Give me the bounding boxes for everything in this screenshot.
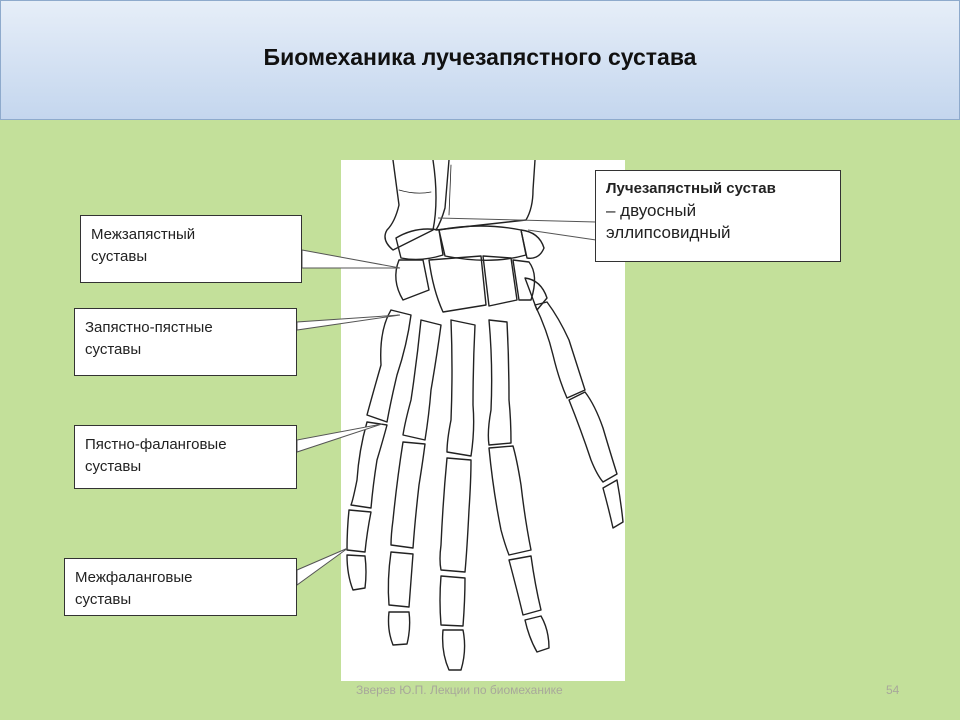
callout-line: Лучезапястный сустав xyxy=(606,180,776,197)
carpal-bone xyxy=(524,277,548,311)
footer-author: Зверев Ю.П. Лекции по биомеханике xyxy=(356,683,563,697)
callout-line: суставы xyxy=(75,591,132,608)
phalanx-bone xyxy=(441,629,466,671)
leader-line xyxy=(437,217,597,223)
slide-title: Биомеханика лучезапястного сустава xyxy=(263,44,697,70)
metacarpal-bone xyxy=(446,319,476,457)
metacarpal-bone xyxy=(534,301,586,399)
callout-line: эллипсовидный xyxy=(606,223,731,242)
leader-line xyxy=(296,423,383,453)
slide-header: Биомеханика лучезапястного сустава xyxy=(0,0,960,120)
callout-metacarpophalangeal-joints: Пястно-фаланговые суставы xyxy=(74,425,297,489)
carpal-bone xyxy=(395,259,430,301)
leader-line xyxy=(296,314,401,331)
page-number: 54 xyxy=(886,683,900,697)
phalanx-bone xyxy=(602,479,624,529)
callout-line: Межфаланговые xyxy=(75,569,193,586)
metacarpal-bone xyxy=(487,319,512,446)
phalanx-bone xyxy=(390,441,426,549)
callout-line: суставы xyxy=(85,341,142,358)
leader-line xyxy=(527,229,597,241)
callout-line: Запястно-пястные xyxy=(85,319,213,336)
carpal-bone xyxy=(395,228,444,261)
callout-line: – двуосный xyxy=(606,201,697,220)
callout-line: суставы xyxy=(91,248,148,265)
callout-interphalangeal-joints: Межфаланговые суставы xyxy=(64,558,297,616)
callout-carpometacarpal-joints: Запястно-пястные суставы xyxy=(74,308,297,376)
callout-intercarpal-joints: Межзапястный суставы xyxy=(80,215,302,283)
metacarpal-bone xyxy=(366,309,412,423)
phalanx-bone xyxy=(488,445,532,556)
carpal-bone xyxy=(428,255,487,313)
phalanx-bone xyxy=(439,457,472,573)
phalanx-bone xyxy=(568,391,618,483)
carpal-bone xyxy=(482,255,518,307)
phalanx-bone xyxy=(387,551,414,608)
callout-line: Межзапястный xyxy=(91,226,196,243)
phalanx-bone xyxy=(439,575,466,627)
phalanx-bone xyxy=(508,555,542,616)
radius-bone xyxy=(435,159,536,231)
callout-line: суставы xyxy=(85,458,142,475)
metacarpal-bone xyxy=(402,319,442,441)
carpal-bone xyxy=(520,229,545,259)
hand-skeleton-figure xyxy=(341,159,625,681)
leader-line xyxy=(296,547,349,586)
phalanx-bone xyxy=(346,509,372,553)
callout-radiocarpal-joint: Лучезапястный сустав – двуосный эллипсов… xyxy=(595,170,841,262)
leader-line xyxy=(301,249,401,269)
phalanx-bone xyxy=(346,554,367,591)
callout-line: Пястно-фаланговые xyxy=(85,436,227,453)
phalanx-bone xyxy=(387,611,411,646)
ulna-bone xyxy=(384,159,437,251)
phalanx-bone xyxy=(350,421,388,509)
phalanx-bone xyxy=(524,615,550,653)
